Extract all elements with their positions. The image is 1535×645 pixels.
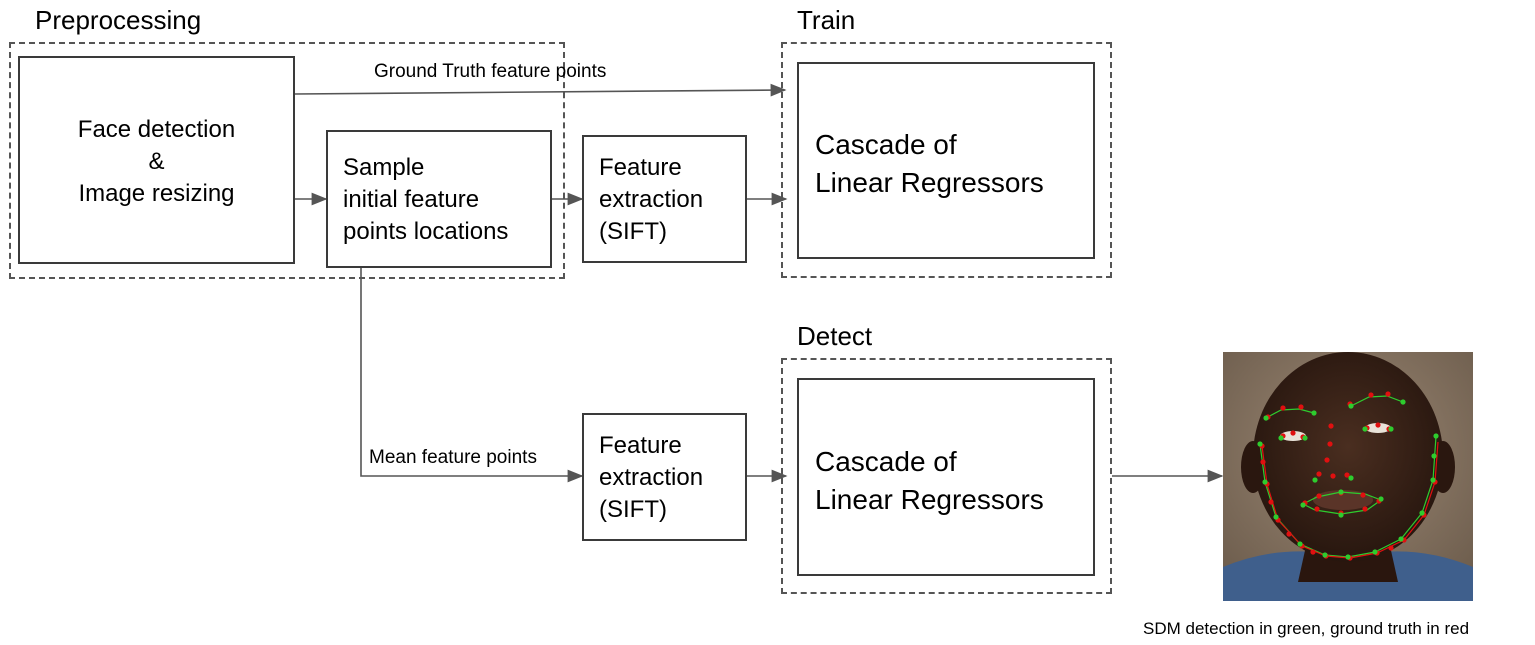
sample-points-box: Sample initial feature points locations xyxy=(326,130,552,268)
preprocessing-group xyxy=(9,42,565,279)
sample-points-label: Sample initial feature points locations xyxy=(343,154,509,245)
result-caption: SDM detection in green, ground truth in … xyxy=(1143,619,1470,638)
preprocessing-title: Preprocessing xyxy=(35,5,202,35)
detect-group xyxy=(781,358,1112,594)
landmark-points-detection xyxy=(1257,399,1439,560)
mean-points-edge-label: Mean feature points xyxy=(369,447,537,468)
cascade-train-box: Cascade of Linear Regressors xyxy=(797,62,1095,259)
train-group xyxy=(781,42,1112,278)
feature-extraction-train-label: Feature extraction (SIFT) xyxy=(599,154,704,245)
cascade-train-label: Cascade of Linear Regressors xyxy=(815,129,1044,198)
feature-extraction-detect-box: Feature extraction (SIFT) xyxy=(582,413,747,541)
arrow-ground-truth xyxy=(294,83,787,97)
face-detection-label: Face detection & Image resizing xyxy=(77,116,236,207)
detect-title: Detect xyxy=(797,321,873,351)
face-result-image xyxy=(1223,352,1473,601)
face-detection-box: Face detection & Image resizing xyxy=(18,56,295,264)
cascade-detect-box: Cascade of Linear Regressors xyxy=(797,378,1095,576)
cascade-detect-label: Cascade of Linear Regressors xyxy=(815,446,1044,515)
feature-extraction-detect-label: Feature extraction (SIFT) xyxy=(599,432,704,523)
arrow-mean-points xyxy=(360,268,584,483)
ground-truth-edge-label: Ground Truth feature points xyxy=(374,61,607,82)
feature-extraction-train-box: Feature extraction (SIFT) xyxy=(582,135,747,263)
train-title: Train xyxy=(797,5,856,35)
